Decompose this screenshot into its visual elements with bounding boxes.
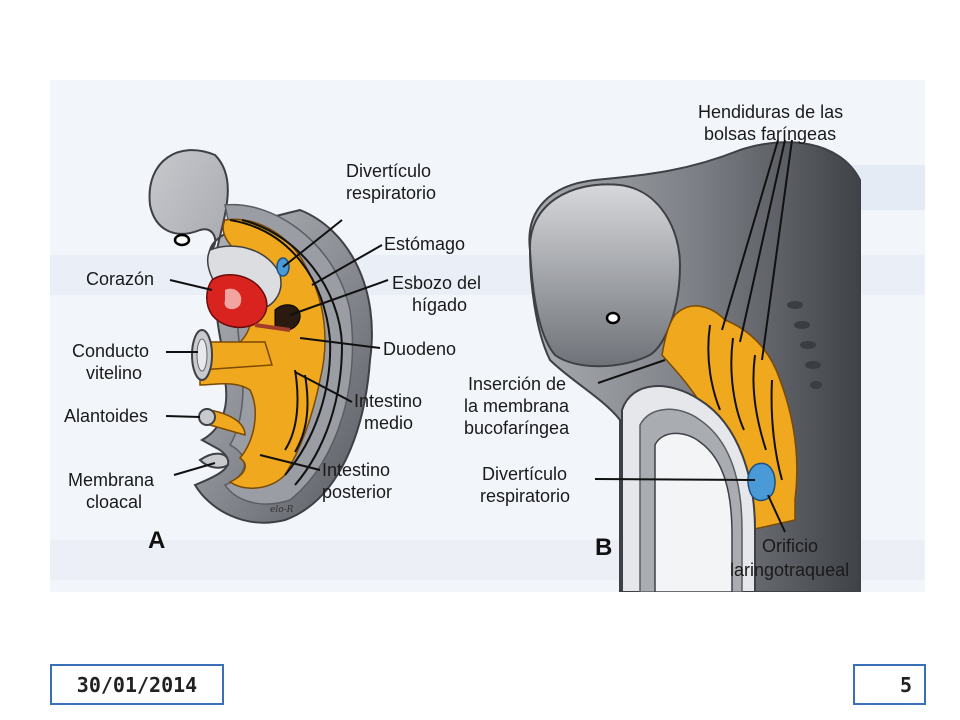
label-alantoides: Alantoides [64, 406, 148, 426]
pharyngeal-grooves [787, 301, 822, 389]
label-conducto-1: Conducto [72, 341, 149, 361]
label-insercion-1: Inserción de [468, 374, 566, 394]
label-diverticulo-a-1: Divertículo [346, 161, 431, 181]
embryo-b-eye [605, 311, 621, 325]
leader-hendiduras-1 [721, 139, 779, 331]
label-esbozo-2: hígado [412, 295, 467, 315]
leader-hendiduras-3 [761, 139, 793, 361]
label-diverticulo-b-1: Divertículo [482, 464, 567, 484]
gut-vessel-1 [284, 369, 299, 451]
gut-vessel-2 [294, 374, 309, 453]
label-insercion-3: bucofaríngea [464, 418, 570, 438]
artist-signature: elo-R [270, 505, 294, 515]
leader-estomago [311, 244, 383, 286]
date-footer: 30/01/2014 [50, 664, 224, 705]
allantois-opening [198, 408, 216, 426]
panel-b-leader-lines [594, 139, 793, 533]
umbilical-vessel [241, 219, 344, 486]
label-membrana-2: cloacal [86, 492, 142, 512]
embryo-b [528, 141, 861, 592]
leader-alantoides [165, 415, 201, 418]
label-hendiduras-2: bolsas faríngeas [704, 124, 836, 144]
leader-diverticulo-a [282, 219, 343, 268]
label-diverticulo-a-2: respiratorio [346, 183, 436, 203]
label-intestino-posterior-1: Intestino [322, 460, 390, 480]
panel-letter-a: A [148, 527, 165, 554]
label-hendiduras-1: Hendiduras de las [698, 102, 843, 122]
embryo-b-head [528, 183, 682, 368]
heart-highlight [224, 288, 242, 310]
allantois [209, 409, 246, 436]
leader-orificio [767, 494, 786, 533]
embryo-a-eye [173, 233, 191, 247]
slide-number-text: 5 [899, 672, 912, 697]
liver-bud-septum [254, 323, 291, 332]
arch-line-3 [752, 354, 767, 451]
label-diverticulo-b-2: respiratorio [480, 486, 570, 506]
label-intestino-posterior-2: posterior [322, 482, 392, 502]
label-orificio-2: laringotraqueal [730, 560, 849, 580]
label-insercion-2: la membrana [464, 396, 570, 416]
leader-esbozo [289, 279, 389, 316]
arch-line-1 [707, 324, 721, 411]
leader-hendiduras-2 [739, 139, 786, 343]
label-corazon: Corazón [86, 269, 154, 289]
panel-letter-b: B [595, 534, 612, 561]
leader-diverticulo-b [594, 478, 756, 481]
leader-duodeno [299, 337, 381, 349]
label-membrana-1: Membrana [68, 470, 155, 490]
label-duodeno: Duodeno [383, 339, 456, 359]
panel-a-labels: Divertículo respiratorio Estómago Esbozo… [64, 161, 481, 554]
respiratory-diverticulum-b [747, 462, 776, 502]
embryo-figure: elo-R Divertículo respiratorio Estómago … [50, 80, 925, 592]
label-intestino-medio-2: medio [364, 413, 413, 433]
arch-line-2 [730, 337, 745, 431]
label-intestino-medio-1: Intestino [354, 391, 422, 411]
leader-membrana [173, 462, 216, 476]
panel-a-leader-lines [165, 219, 389, 476]
slide-number-footer: 5 [853, 664, 926, 705]
leader-intestino-posterior [259, 454, 321, 471]
pharynx-lumen [654, 432, 733, 592]
embryo-diagram: elo-R Divertículo respiratorio Estómago … [50, 102, 925, 592]
arch-line-4 [770, 379, 783, 481]
leader-intestino-medio [294, 371, 353, 403]
leader-corazon [169, 279, 213, 291]
label-conducto-2: vitelino [86, 363, 142, 383]
leader-insercion [597, 359, 666, 384]
label-orificio-1: Orificio [762, 536, 818, 556]
date-text: 30/01/2014 [76, 672, 198, 697]
panel-b-labels: Hendiduras de las bolsas faríngeas Inser… [464, 102, 849, 580]
label-estomago: Estómago [384, 234, 465, 254]
vitelline-vessel [229, 219, 332, 476]
label-esbozo-1: Esbozo del [392, 273, 481, 293]
yolk-stalk-lumen [196, 338, 208, 372]
